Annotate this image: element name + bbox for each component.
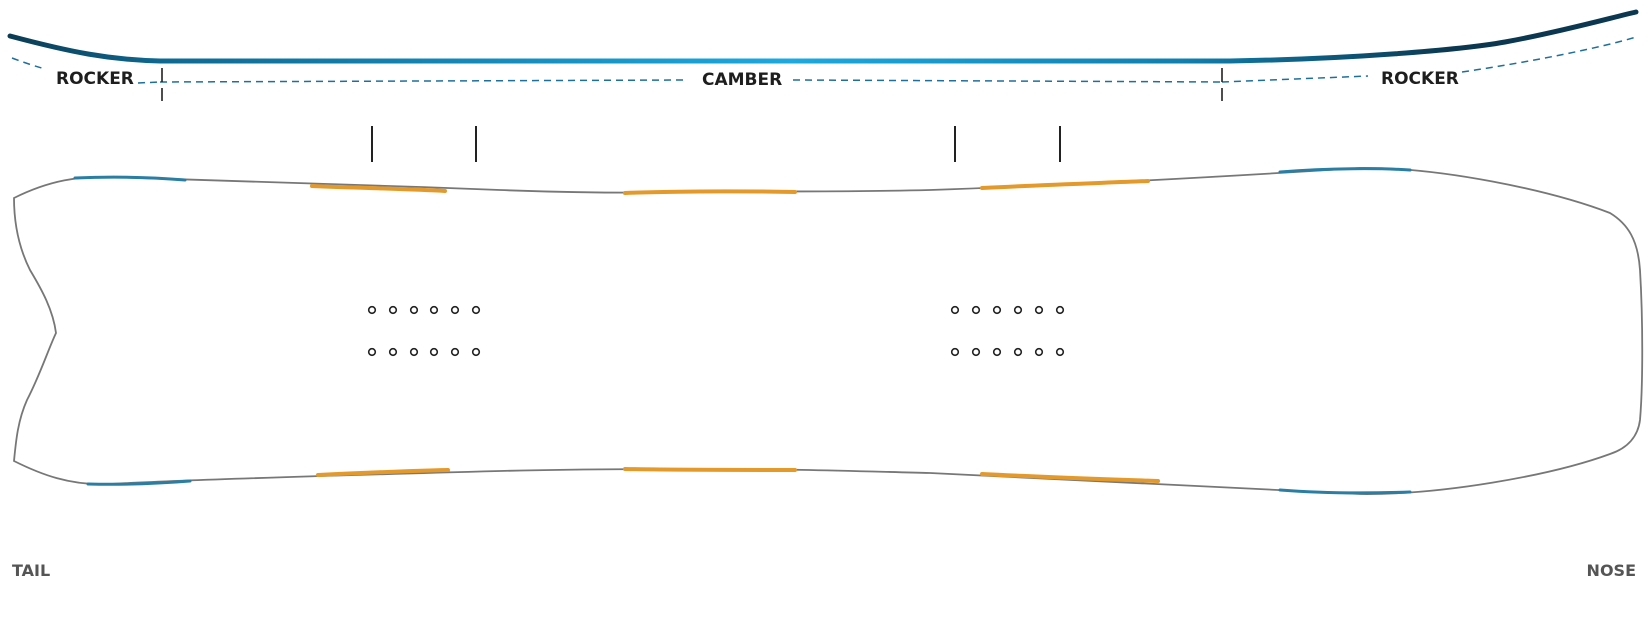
sidecut-tail-bottom-blue	[86, 479, 192, 486]
insert-hole	[388, 347, 398, 357]
sidecut-tail-top-orange	[310, 184, 447, 193]
side-profile: ROCKER CAMBER ROCKER	[7, 9, 1639, 101]
insert-hole	[367, 305, 377, 315]
camber-label: CAMBER	[702, 70, 782, 90]
insert-hole	[1055, 305, 1065, 315]
sidecut-center-bottom-orange	[623, 467, 797, 472]
board-profile-curve	[7, 9, 1639, 64]
insert-hole	[1055, 347, 1065, 357]
tail-label: TAIL	[12, 561, 50, 580]
insert-hole	[992, 347, 1002, 357]
insert-hole	[429, 347, 439, 357]
board-top-view	[13, 167, 1644, 495]
sidecut-nose-top-blue	[1278, 167, 1412, 174]
sidecut-nose-top-orange	[980, 179, 1150, 190]
insert-hole	[1013, 347, 1023, 357]
sidecut-nose-bottom-blue	[1278, 488, 1412, 495]
insert-hole	[409, 305, 419, 315]
insert-hole	[950, 305, 960, 315]
insert-hole	[450, 305, 460, 315]
insert-pattern-nose	[950, 305, 1065, 357]
insert-hole	[471, 347, 481, 357]
insert-hole	[471, 305, 481, 315]
insert-pattern-tail	[367, 305, 481, 357]
insert-hole	[1034, 347, 1044, 357]
nose-rocker-label: ROCKER	[1381, 69, 1459, 89]
insert-hole	[450, 347, 460, 357]
insert-hole	[971, 305, 981, 315]
stance-markers	[371, 126, 1061, 162]
tail-rocker-label: ROCKER	[56, 69, 134, 89]
insert-hole	[992, 305, 1002, 315]
insert-hole	[367, 347, 377, 357]
insert-hole	[1034, 305, 1044, 315]
dashed-reference-line	[11, 36, 1637, 84]
nose-label: NOSE	[1587, 561, 1636, 580]
edge-highlights	[73, 167, 1412, 495]
insert-hole	[429, 305, 439, 315]
insert-hole	[409, 347, 419, 357]
sidecut-tail-top-blue	[73, 175, 187, 182]
insert-hole	[388, 305, 398, 315]
insert-hole	[950, 347, 960, 357]
board-outline	[13, 167, 1644, 495]
insert-hole	[971, 347, 981, 357]
sidecut-nose-bottom-orange	[980, 472, 1160, 483]
sidecut-center-top-orange	[623, 189, 797, 195]
insert-hole	[1013, 305, 1023, 315]
sidecut-tail-bottom-orange	[316, 468, 450, 477]
